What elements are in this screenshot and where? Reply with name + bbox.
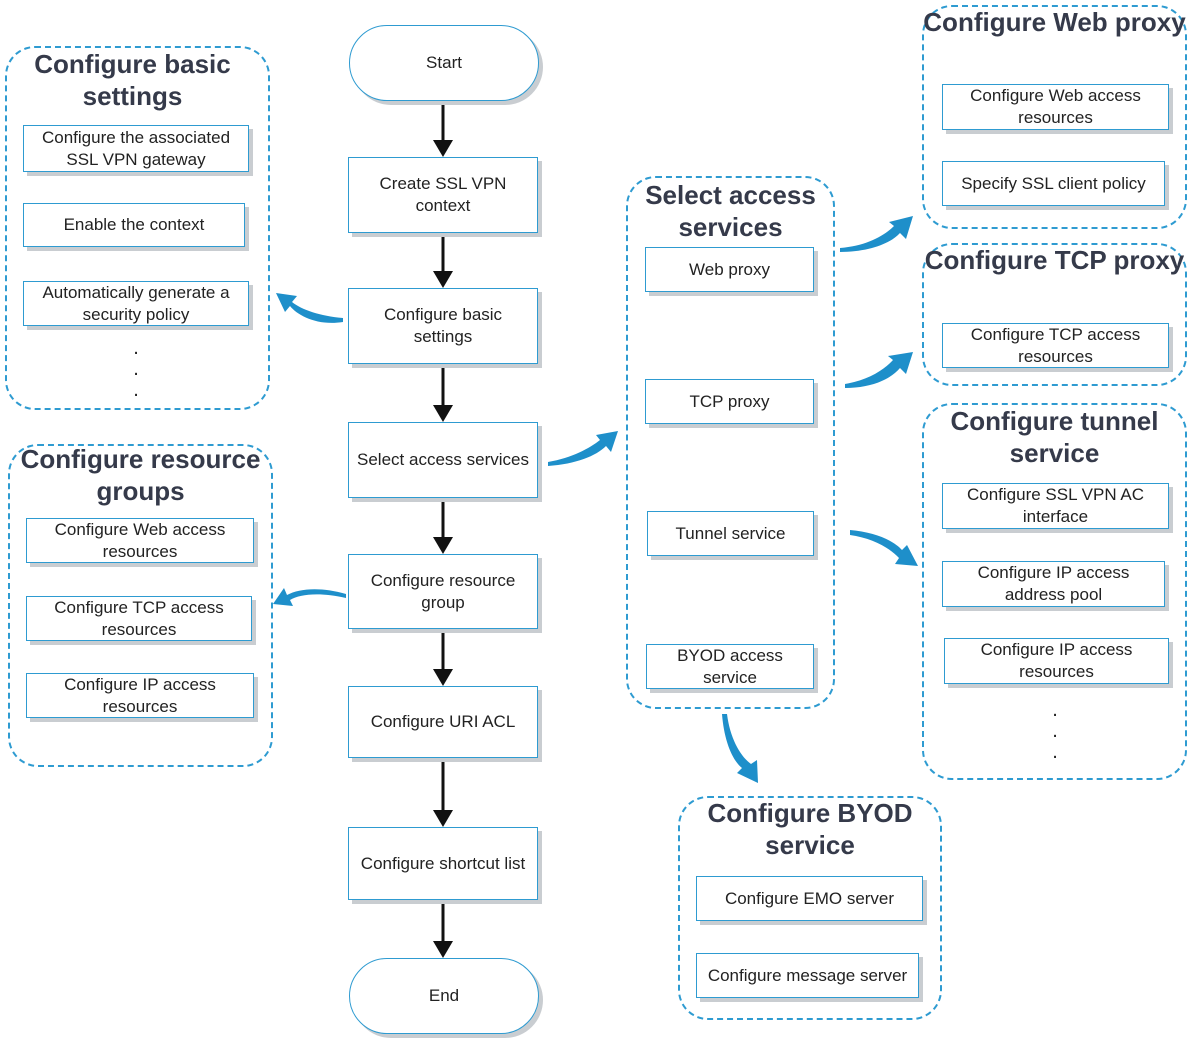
tunnel-service-group — [922, 403, 1187, 780]
uri-acl-label: Configure URI ACL — [370, 712, 516, 731]
curved-arrow-basic — [276, 293, 343, 323]
tunnel-ellipsis: ... — [1052, 699, 1058, 763]
resource-groups-group-title: Configure resource groups — [20, 444, 261, 506]
resource-item-tcp: Configure TCP access resources — [26, 596, 252, 641]
basic-settings-group-title: Configure basic settings — [34, 49, 231, 111]
byod-item-emo-server: Configure EMO server — [696, 876, 923, 921]
end-terminal: End — [349, 958, 539, 1034]
service-item-web-proxy: Web proxy — [645, 247, 814, 292]
shortcut-list-step: Configure shortcut list — [348, 827, 538, 900]
access-services-group-title: Select access services — [645, 180, 816, 242]
uri-acl-step: Configure URI ACL — [348, 686, 538, 758]
tcp-proxy-group — [922, 243, 1187, 386]
curved-arrow-byod — [722, 714, 758, 783]
resource-item-web: Configure Web access resources — [26, 518, 254, 563]
end-label: End — [428, 986, 460, 1005]
web-proxy-group-title: Configure Web proxy — [923, 7, 1186, 37]
tcp-proxy-item-resources: Configure TCP access resources — [942, 323, 1169, 368]
byod-service-group-title: Configure BYOD service — [707, 798, 913, 860]
curved-arrow-web — [840, 216, 913, 252]
byod-service-group — [678, 796, 942, 1020]
shortcut-list-label: Configure shortcut list — [360, 853, 526, 873]
resource-group-label: Configure resource group — [370, 570, 516, 612]
access-services-group — [626, 176, 835, 709]
tunnel-item-ip-resources: Configure IP access resources — [944, 638, 1169, 684]
web-proxy-item-ssl-policy: Specify SSL client policy — [942, 161, 1165, 206]
create-context-label: Create SSL VPN context — [379, 174, 507, 215]
tunnel-service-group-title: Configure tunnel service — [950, 406, 1159, 468]
start-terminal: Start — [349, 25, 539, 101]
resource-group-step: Configure resource group — [348, 554, 538, 629]
select-services-label: Select access services — [357, 450, 529, 469]
tunnel-item-address-pool: Configure IP access address pool — [942, 561, 1165, 607]
basic-ellipsis: ... — [133, 337, 139, 401]
basic-settings-label: Configure basic settings — [383, 305, 503, 346]
basic-settings-step: Configure basic settings — [348, 288, 538, 364]
create-context-step: Create SSL VPN context — [348, 157, 538, 233]
basic-item-security-policy: Automatically generate a security policy — [23, 281, 249, 326]
start-label: Start — [426, 53, 462, 72]
web-proxy-group — [922, 5, 1187, 229]
resource-item-ip: Configure IP access resources — [26, 673, 254, 718]
basic-item-enable-context: Enable the context — [23, 203, 245, 247]
curved-arrow-services — [548, 431, 618, 466]
resource-groups-group — [8, 444, 273, 767]
service-item-byod: BYOD access service — [646, 644, 814, 689]
tunnel-item-ac-interface: Configure SSL VPN AC interface — [942, 483, 1169, 529]
curved-arrow-resources — [273, 588, 346, 606]
byod-item-message-server: Configure message server — [696, 953, 919, 998]
basic-settings-group — [5, 46, 270, 410]
curved-arrow-tcp — [845, 352, 913, 388]
select-services-step: Select access services — [348, 422, 538, 498]
service-item-tunnel: Tunnel service — [647, 511, 814, 556]
curved-arrow-tunnel — [850, 530, 918, 566]
web-proxy-item-resources: Configure Web access resources — [942, 84, 1169, 130]
basic-item-gateway: Configure the associated SSL VPN gateway — [23, 125, 249, 172]
service-item-tcp-proxy: TCP proxy — [645, 379, 814, 424]
tcp-proxy-group-title: Configure TCP proxy — [924, 245, 1185, 275]
